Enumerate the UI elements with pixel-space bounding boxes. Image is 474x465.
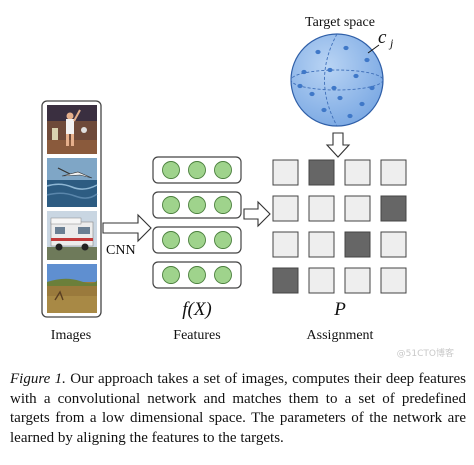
features-label: Features bbox=[173, 328, 220, 343]
target-point bbox=[297, 83, 303, 89]
cnn-label: CNN bbox=[106, 243, 136, 258]
target-sphere bbox=[290, 33, 384, 127]
target-point bbox=[327, 67, 333, 73]
target-point bbox=[337, 95, 343, 101]
target-space-label: Target space bbox=[305, 15, 375, 30]
target-point bbox=[331, 85, 337, 91]
cnn-arrow bbox=[102, 213, 152, 243]
feature-unit bbox=[188, 196, 206, 214]
assignment-cell-assigned bbox=[380, 195, 407, 222]
watermark: @51CTO博客 bbox=[396, 349, 454, 359]
feature-vectors bbox=[152, 156, 242, 289]
svg-text:j: j bbox=[388, 36, 394, 50]
assignment-cell-empty bbox=[344, 159, 371, 186]
images-label: Images bbox=[51, 328, 91, 343]
target-point bbox=[364, 57, 370, 63]
features-math-label: f(X) bbox=[182, 299, 212, 320]
target-point bbox=[347, 113, 353, 119]
target-point bbox=[315, 49, 321, 55]
assignment-cell-assigned bbox=[272, 267, 299, 294]
target-point bbox=[301, 69, 307, 75]
caption-text: Our approach takes a set of images, comp… bbox=[10, 371, 467, 446]
feature-unit bbox=[188, 161, 206, 179]
assignment-cell-empty bbox=[344, 195, 371, 222]
feature-unit bbox=[188, 266, 206, 284]
assignment-cell-empty bbox=[344, 267, 371, 294]
camper-van-photo bbox=[47, 211, 97, 260]
feature-unit bbox=[214, 196, 232, 214]
feature-unit bbox=[162, 161, 180, 179]
image-strip bbox=[41, 100, 102, 318]
caption-label: Figure 1. bbox=[10, 371, 66, 387]
assignment-math-label: P bbox=[333, 299, 346, 320]
assignment-cell-assigned bbox=[308, 159, 335, 186]
target-point bbox=[321, 107, 327, 113]
features-to-assignment-arrow bbox=[243, 200, 271, 228]
target-point bbox=[359, 101, 365, 107]
field-landscape-photo bbox=[47, 264, 97, 313]
assignment-cell-empty bbox=[308, 195, 335, 222]
figure-caption: Figure 1. Our approach takes a set of im… bbox=[10, 370, 466, 448]
target-point bbox=[309, 91, 315, 97]
target-point bbox=[369, 85, 375, 91]
assignment-cell-empty bbox=[272, 231, 299, 258]
assignment-cell-empty bbox=[308, 231, 335, 258]
assignment-cell-empty bbox=[308, 267, 335, 294]
feature-unit bbox=[188, 231, 206, 249]
assignment-cell-empty bbox=[272, 195, 299, 222]
target-point-label: c j bbox=[367, 27, 394, 54]
assignment-cell-empty bbox=[380, 267, 407, 294]
target-point bbox=[343, 45, 349, 51]
feature-unit bbox=[214, 266, 232, 284]
sphere-to-assignment-arrow bbox=[325, 132, 351, 158]
feature-unit bbox=[162, 231, 180, 249]
target-point bbox=[353, 73, 359, 79]
feature-unit bbox=[214, 161, 232, 179]
assignment-cell-assigned bbox=[344, 231, 371, 258]
assignment-cell-empty bbox=[380, 159, 407, 186]
basketball-photo bbox=[47, 105, 97, 154]
feature-unit bbox=[214, 231, 232, 249]
assignment-matrix bbox=[272, 159, 407, 294]
feature-unit bbox=[162, 266, 180, 284]
feature-unit bbox=[162, 196, 180, 214]
assignment-cell-empty bbox=[380, 231, 407, 258]
svg-text:c: c bbox=[378, 27, 387, 48]
assignment-cell-empty bbox=[272, 159, 299, 186]
assignment-label: Assignment bbox=[307, 328, 374, 343]
bird-over-water-photo bbox=[46, 158, 98, 207]
